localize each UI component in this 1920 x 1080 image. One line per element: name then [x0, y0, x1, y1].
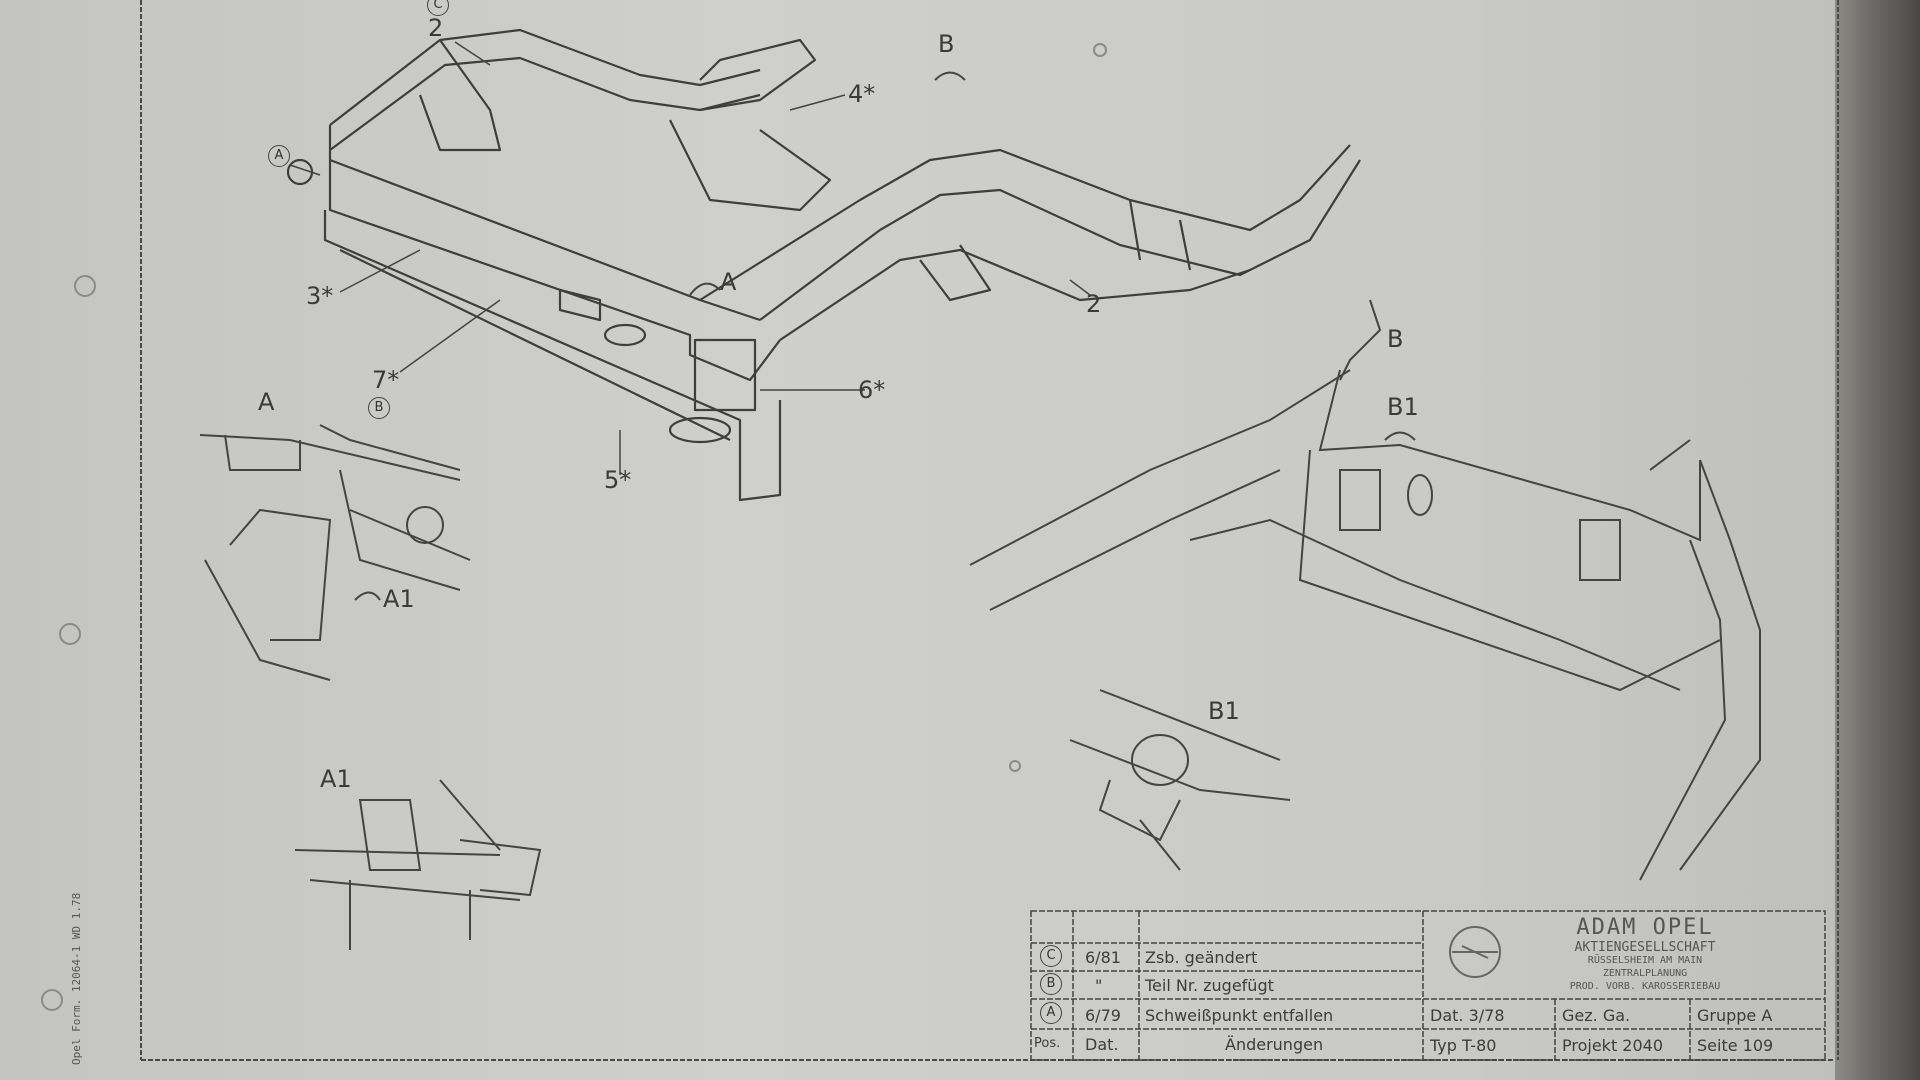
opel-logo-icon [1449, 926, 1501, 978]
callout-part-7: 7* [372, 366, 400, 394]
header-date: Dat. [1085, 1035, 1119, 1054]
revision-pos: B [1040, 973, 1062, 995]
date-field: Dat. 3/78 [1430, 1006, 1505, 1025]
company-sub3: ZENTRALPLANUNG [1602, 968, 1688, 979]
callout-part-4: 4* [848, 80, 876, 108]
rotate-arrow-icon [1384, 431, 1416, 441]
detail-b1-title: B1 [1208, 697, 1240, 725]
callout-part-5: 5* [604, 466, 632, 494]
callout-circled-b: B [368, 397, 390, 419]
header-pos: Pos. [1034, 1036, 1061, 1051]
rotate-arrow-icon [354, 591, 381, 601]
detail-b-title: B [1387, 325, 1404, 353]
header-changes: Änderungen [1225, 1035, 1324, 1054]
view-rotation-arrows [354, 71, 1416, 601]
rotate-arrow-icon [934, 71, 966, 81]
detail-a-sketch [199, 424, 471, 681]
revision-change: Zsb. geändert [1145, 948, 1258, 967]
page-field: Seite 109 [1697, 1036, 1774, 1055]
callout-part-6: 6* [858, 376, 886, 404]
group-field: Gruppe A [1697, 1006, 1773, 1025]
callout-part-3: 3* [306, 282, 334, 310]
detail-a-title: A [258, 388, 275, 416]
callout-view-a: A [720, 268, 737, 296]
callout-circled-c: C [427, 0, 449, 16]
revision-change: Schweißpunkt entfallen [1145, 1006, 1334, 1025]
company-sub1: AKTIENGESELLSCHAFT [1574, 940, 1716, 955]
revision-date: " [1095, 976, 1103, 995]
title-block-grid [1030, 910, 1826, 1061]
company-sub2: RÜSSELSHEIM AM MAIN [1587, 955, 1703, 966]
company-name: ADAM OPEL [1576, 915, 1714, 940]
drawn-by-field: Gez. Ga. [1562, 1006, 1631, 1025]
callout-view-b1: B1 [1387, 393, 1419, 421]
callout-view-a1: A1 [383, 585, 415, 613]
detail-b-sketch [969, 299, 1761, 881]
type-field: Typ T-80 [1430, 1036, 1497, 1055]
punch-holes [41, 43, 1107, 1011]
revision-pos: C [1040, 945, 1062, 967]
revision-date: 6/79 [1085, 1006, 1121, 1025]
company-sub4: PROD. VORB. KAROSSERIEBAU [1569, 981, 1721, 992]
drawing-sheet [0, 0, 1835, 1080]
front-frame-assembly [286, 28, 1361, 502]
detail-b1-sketch [1069, 689, 1291, 871]
project-field: Projekt 2040 [1562, 1036, 1664, 1055]
sheet-border [140, 0, 1839, 1061]
detail-a1-title: A1 [320, 765, 352, 793]
revision-change: Teil Nr. zugefügt [1145, 976, 1274, 995]
callout-circled-a: A [268, 145, 290, 167]
revision-pos: A [1040, 1002, 1062, 1024]
detail-a1-sketch [294, 779, 542, 950]
callout-part-2: 2 [428, 14, 444, 42]
callout-part-2-right: 2 [1086, 290, 1102, 318]
sheet-stack-edge [1835, 0, 1920, 1080]
leader-lines [289, 41, 1091, 475]
rotate-arrow-icon [689, 282, 721, 296]
callout-view-b: B [938, 30, 955, 58]
form-number: Opel Form. 12064-1 WD 1.78 [70, 892, 83, 1065]
revision-date: 6/81 [1085, 948, 1121, 967]
